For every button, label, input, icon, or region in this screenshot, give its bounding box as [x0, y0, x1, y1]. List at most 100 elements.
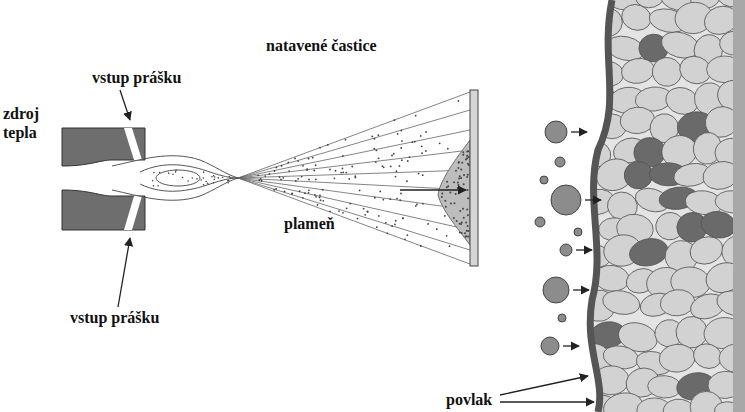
particle-dot: [397, 133, 399, 135]
particle-dot: [299, 190, 301, 192]
particle-dot: [308, 179, 310, 181]
motion-arrow: [573, 289, 589, 290]
particle-dot: [334, 177, 336, 179]
deposit-dot: [466, 208, 468, 210]
molten-particle: [541, 337, 559, 355]
deposit-dots: [441, 150, 470, 237]
molten-particle: [540, 176, 548, 184]
gun-lower-block: [62, 190, 145, 230]
particle-dot: [291, 193, 293, 195]
motion-arrow: [563, 345, 579, 346]
particle-dot: [260, 178, 262, 180]
flame-line: [238, 178, 470, 264]
particle-dot: [159, 172, 161, 174]
particle-dot: [312, 157, 314, 159]
particle-dot: [291, 193, 293, 195]
particle-dot: [348, 178, 350, 180]
deposit-dot: [453, 202, 455, 204]
particle-dot: [367, 211, 369, 213]
flow-line: [112, 178, 238, 200]
particle-dot: [297, 160, 299, 162]
deposit-dot: [441, 196, 443, 198]
part-label: povlak: [446, 390, 492, 409]
particle-dot: [322, 189, 324, 191]
powder-inlet: [124, 128, 142, 160]
flow-core: [156, 170, 200, 186]
deposit-dot: [465, 159, 467, 161]
particle-dot: [399, 165, 401, 167]
particle-dot: [371, 135, 373, 137]
leader-arrow: [120, 90, 130, 120]
particle-dot: [447, 148, 449, 150]
particle-dot: [389, 198, 391, 200]
particle-dot: [196, 178, 198, 180]
particle-dot: [172, 173, 174, 175]
particle-dot: [227, 180, 229, 182]
part-label: natavené častice: [266, 36, 377, 55]
deposit-dot: [462, 154, 464, 156]
particle-dot: [275, 188, 277, 190]
part-label: vstup prášku: [92, 68, 181, 87]
deposit-dot: [467, 236, 469, 238]
particle-dot: [411, 141, 413, 143]
particle-dot: [418, 173, 420, 175]
particle-dot: [319, 147, 321, 149]
leader-arrow: [500, 376, 588, 395]
deposit-dot: [444, 200, 446, 202]
deposit-dot: [467, 150, 469, 152]
particle-dot: [416, 203, 418, 205]
part-label: plameň: [284, 214, 335, 233]
molten-particle: [555, 157, 565, 167]
leader-lines: [118, 90, 594, 402]
splat: [658, 343, 696, 374]
particle-dot: [203, 177, 205, 179]
deposit-dot: [458, 177, 460, 179]
particle-dot: [436, 228, 438, 230]
particle-dot: [400, 193, 402, 195]
motion-arrow: [585, 199, 601, 200]
deposit-dot: [468, 156, 470, 158]
particle-dot: [182, 177, 184, 179]
particle-dot: [444, 215, 446, 217]
deposit-dot: [458, 162, 460, 164]
deposit-dot: [456, 220, 458, 222]
particle-dot: [400, 147, 402, 149]
deposit-dot: [467, 174, 469, 176]
deposit-dot: [463, 183, 465, 185]
deposit-dot: [457, 167, 459, 169]
particle-dot: [329, 210, 331, 212]
deposit-dot: [464, 236, 466, 238]
particle-dot: [327, 144, 329, 146]
particle-dot: [396, 170, 398, 172]
particle-dot: [304, 192, 306, 194]
particle-dot: [406, 234, 408, 236]
particle-dot: [214, 176, 216, 178]
molten-particle: [574, 228, 582, 236]
particle-dot: [261, 180, 263, 182]
particle-dot: [420, 245, 422, 247]
molten-particle: [560, 244, 572, 256]
particle-dot: [394, 119, 396, 121]
particle-dot: [284, 191, 286, 193]
particle-dot: [274, 170, 276, 172]
particle-dot: [446, 235, 448, 237]
particle-dot: [457, 100, 459, 102]
particle-dot: [425, 150, 427, 152]
deposit-dot: [462, 151, 464, 153]
flame-line: [238, 110, 470, 178]
particle-dot: [257, 174, 259, 176]
particle-dot: [425, 131, 427, 133]
particle-dot: [378, 157, 380, 159]
deposit-dot: [449, 192, 451, 194]
deposit-dot: [453, 217, 455, 219]
particle-dot: [320, 199, 322, 201]
particle-dot: [383, 166, 385, 168]
particle-dot: [280, 178, 282, 180]
particle-dot: [342, 171, 344, 173]
particle-dot: [322, 200, 324, 202]
particle-dot: [345, 172, 347, 174]
particle-dot: [301, 176, 303, 178]
deposit-dot: [467, 214, 469, 216]
particle-dot: [203, 171, 205, 173]
